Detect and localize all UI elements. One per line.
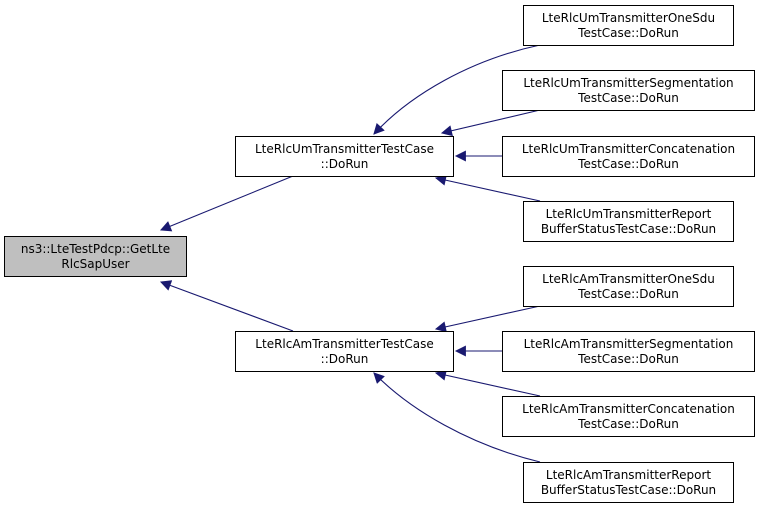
node-label-line: ns3::LteTestPdcp::GetLte	[21, 242, 170, 256]
edge-um_test-to-root	[159, 175, 294, 232]
node-box	[502, 396, 755, 437]
edge-am_report-to-am_test	[373, 372, 541, 463]
node-label-line: LteRlcAmTransmitterConcatenation	[522, 402, 735, 416]
node-label-line: LteRlcAmTransmitterOneSdu	[542, 272, 715, 286]
edge-um_seg-to-um_test	[440, 109, 541, 137]
node-label-line: BufferStatusTestCase::DoRun	[541, 483, 716, 497]
node-box	[4, 236, 187, 277]
node-label-line: LteRlcUmTransmitterTestCase	[255, 142, 434, 156]
node-box	[502, 136, 755, 177]
node-label-line: TestCase::DoRun	[577, 417, 679, 431]
edge-am_onesdu-to-am_test	[434, 305, 541, 333]
node-box	[235, 331, 454, 372]
node-am_test[interactable]: LteRlcAmTransmitterTestCase::DoRun	[235, 331, 454, 372]
node-box	[523, 5, 734, 46]
node-label-line: LteRlcUmTransmitterConcatenation	[522, 142, 735, 156]
node-am_seg[interactable]: LteRlcAmTransmitterSegmentationTestCase:…	[502, 331, 755, 372]
node-am_concat[interactable]: LteRlcAmTransmitterConcatenationTestCase…	[502, 396, 755, 437]
node-label-line: ::DoRun	[321, 157, 369, 171]
node-label-line: TestCase::DoRun	[577, 91, 679, 105]
node-label-line: LteRlcUmTransmitterOneSdu	[542, 11, 715, 25]
node-am_report[interactable]: LteRlcAmTransmitterReportBufferStatusTes…	[523, 462, 734, 503]
node-um_seg[interactable]: LteRlcUmTransmitterSegmentationTestCase:…	[502, 70, 755, 111]
node-label-line: RlcSapUser	[61, 257, 129, 271]
node-label-line: LteRlcAmTransmitterReport	[546, 468, 711, 482]
node-label-line: LteRlcUmTransmitterSegmentation	[523, 76, 733, 90]
edge-am_concat-to-am_test	[434, 369, 541, 397]
node-box	[235, 136, 454, 177]
node-label-line: LteRlcUmTransmitterReport	[546, 207, 712, 221]
node-label-line: TestCase::DoRun	[577, 157, 679, 171]
node-um_report[interactable]: LteRlcUmTransmitterReportBufferStatusTes…	[523, 201, 734, 242]
node-box	[502, 331, 755, 372]
node-box	[502, 70, 755, 111]
node-box	[523, 201, 734, 242]
edge-am_test-to-root	[159, 280, 294, 332]
node-label-line: TestCase::DoRun	[577, 287, 679, 301]
edges-layer	[159, 44, 541, 463]
node-um_test[interactable]: LteRlcUmTransmitterTestCase::DoRun	[235, 136, 454, 177]
edge-um_report-to-um_test	[434, 174, 541, 202]
edge-um_onesdu-to-um_test	[373, 44, 541, 135]
node-label-line: TestCase::DoRun	[577, 352, 679, 366]
node-box	[523, 462, 734, 503]
node-label-line: BufferStatusTestCase::DoRun	[541, 222, 716, 236]
node-label-line: LteRlcAmTransmitterTestCase	[255, 337, 433, 351]
node-um_concat[interactable]: LteRlcUmTransmitterConcatenationTestCase…	[502, 136, 755, 177]
node-label-line: ::DoRun	[321, 352, 369, 366]
nodes-layer: ns3::LteTestPdcp::GetLteRlcSapUserLteRlc…	[4, 5, 755, 503]
node-box	[523, 266, 734, 307]
node-label-line: TestCase::DoRun	[577, 26, 679, 40]
node-label-line: LteRlcAmTransmitterSegmentation	[524, 337, 734, 351]
